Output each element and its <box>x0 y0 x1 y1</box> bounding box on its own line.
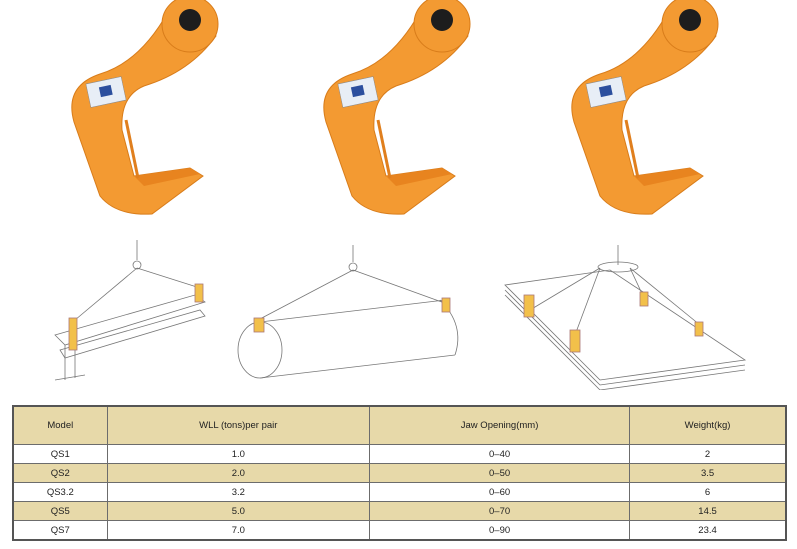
cell-model: QS7 <box>12 520 108 541</box>
plate-lift-diagram <box>504 245 747 390</box>
cell-wll: 7.0 <box>106 520 371 541</box>
header-model: Model <box>12 405 108 445</box>
specifications-table: Model WLL (tons)per pair Jaw Opening(mm)… <box>12 405 787 541</box>
cell-model: QS2 <box>12 463 108 483</box>
cell-jaw-opening: 0–70 <box>369 501 631 521</box>
cell-jaw-opening: 0–90 <box>369 520 631 541</box>
clamp-image-1 <box>70 0 220 216</box>
cell-weight: 2 <box>629 444 787 464</box>
table-row: QS7 7.0 0–90 23.4 <box>12 520 787 541</box>
cell-weight: 3.5 <box>629 463 787 483</box>
i-beam-lift-diagram <box>54 240 206 381</box>
cell-wll: 5.0 <box>106 501 371 521</box>
cell-model: QS3.2 <box>12 482 108 502</box>
cell-weight: 6 <box>629 482 787 502</box>
cell-jaw-opening: 0–50 <box>369 463 631 483</box>
table-row: QS1 1.0 0–40 2 <box>12 444 787 464</box>
cell-jaw-opening: 0–40 <box>369 444 631 464</box>
cell-jaw-opening: 0–60 <box>369 482 631 502</box>
header-jaw-opening: Jaw Opening(mm) <box>369 405 631 445</box>
cell-weight: 14.5 <box>629 501 787 521</box>
cell-model: QS5 <box>12 501 108 521</box>
cell-wll: 1.0 <box>106 444 371 464</box>
table-row: QS5 5.0 0–70 14.5 <box>12 501 787 521</box>
table-row: QS3.2 3.2 0–60 6 <box>12 482 787 502</box>
header-wll: WLL (tons)per pair <box>106 405 371 445</box>
cell-weight: 23.4 <box>629 520 787 541</box>
header-weight: Weight(kg) <box>629 405 787 445</box>
cell-model: QS1 <box>12 444 108 464</box>
clamp-image-2 <box>322 0 472 216</box>
clamp-image-3 <box>570 0 720 216</box>
pipe-lift-diagram <box>237 245 459 379</box>
table-row: QS2 2.0 0–50 3.5 <box>12 463 787 483</box>
table-header-row: Model WLL (tons)per pair Jaw Opening(mm)… <box>12 405 787 445</box>
cell-wll: 3.2 <box>106 482 371 502</box>
cell-wll: 2.0 <box>106 463 371 483</box>
